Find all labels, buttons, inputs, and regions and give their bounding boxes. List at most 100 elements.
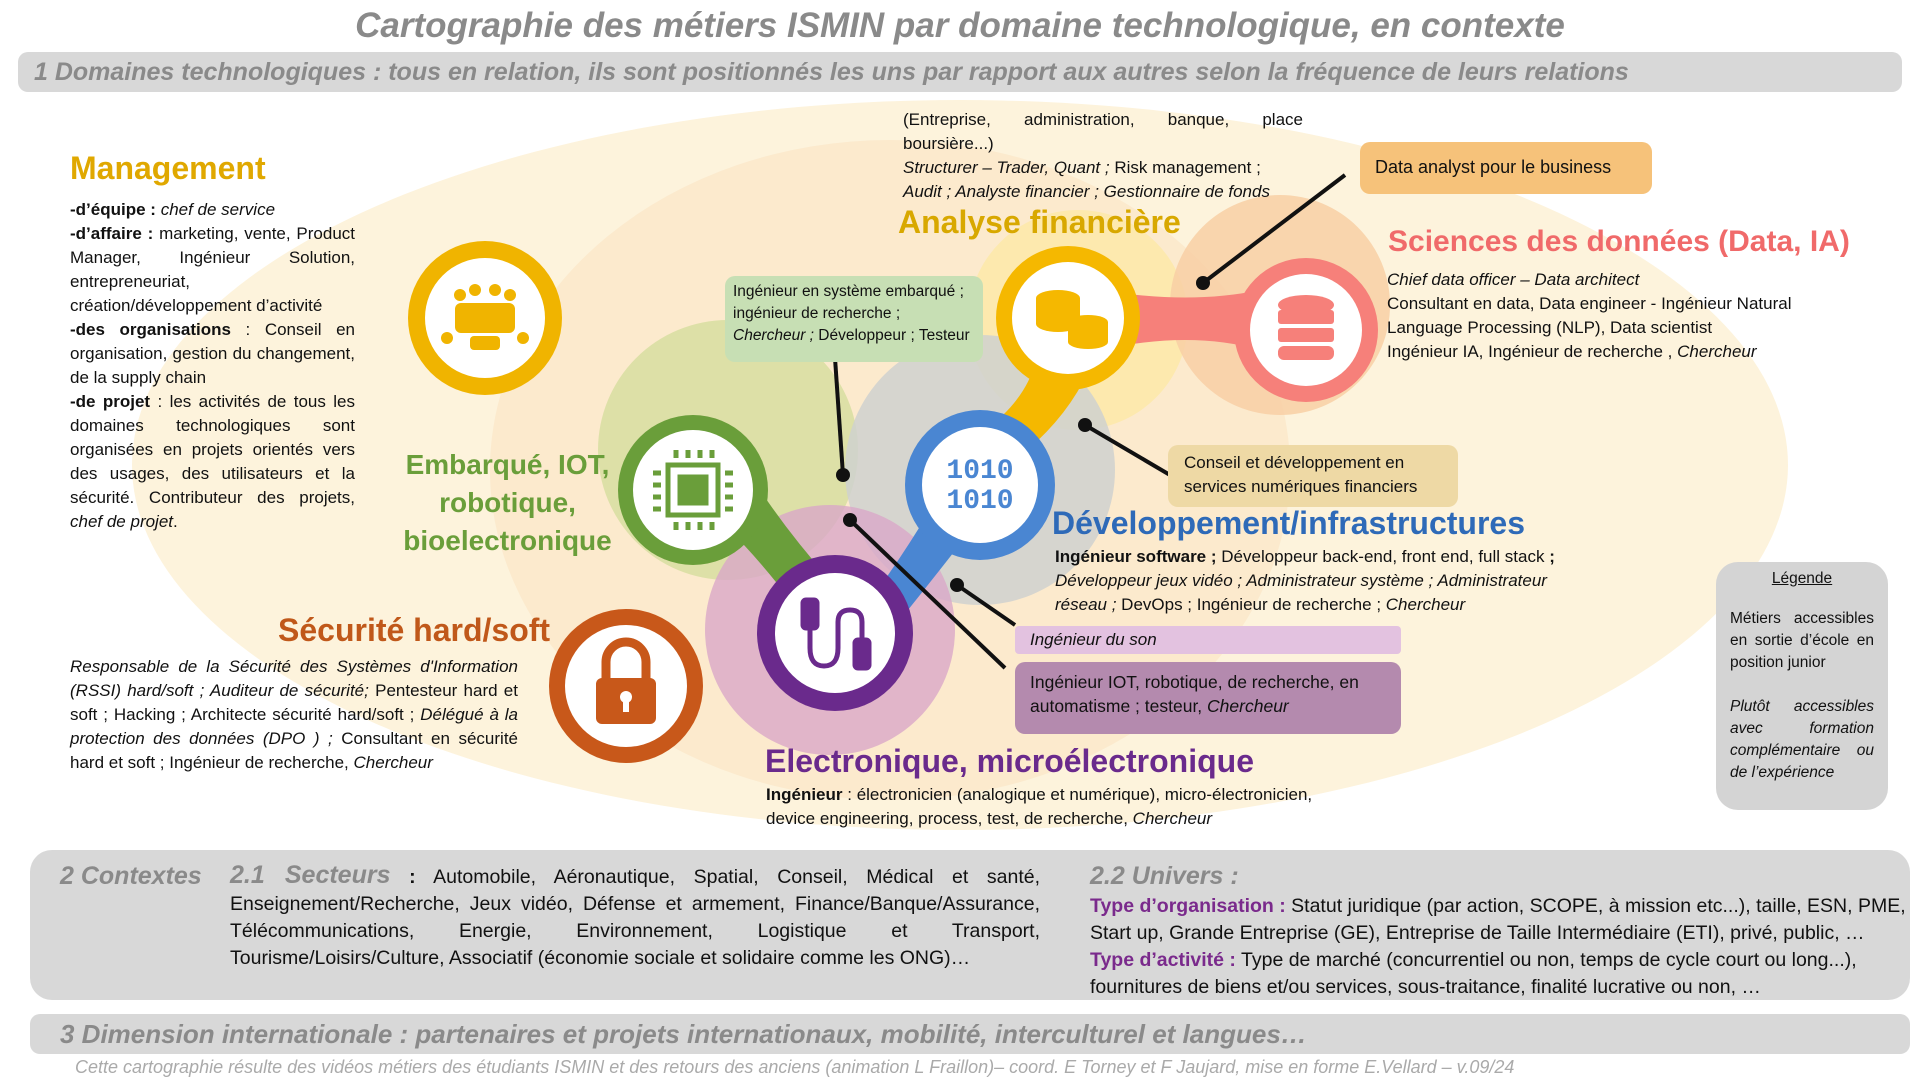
secteurs-values: Automobile, Aéronautique, Spatial, Conse…: [230, 866, 1040, 969]
dev-l3-it: réseau ;: [1055, 595, 1117, 614]
conseil-box: Conseil et développement en services num…: [1168, 445, 1458, 507]
section-3-bar: 3 Dimension internationale : partenaires…: [30, 1014, 1910, 1054]
electronique-text: Ingénieur : électronicien (analogique et…: [766, 783, 1426, 831]
management-orga-text: : Conseil en organisation, gestion du ch…: [70, 320, 355, 387]
management-projet-text: : les activités de tous les domaines tec…: [70, 392, 355, 507]
data-l2: Consultant en data, Data engineer - Ingé…: [1387, 294, 1792, 313]
data-l1: Chief data officer – Data architect: [1387, 270, 1640, 289]
ingenieur-son-box: Ingénieur du son: [1015, 626, 1401, 654]
embarque-box-line3: Développeur ; Testeur: [818, 327, 970, 344]
contextes-panel: [30, 850, 1910, 1000]
univers-label: 2.2 Univers :: [1090, 862, 1239, 890]
pointer-data-analyst: [1201, 173, 1347, 285]
chip-icon: [653, 450, 733, 530]
electronique-l2-it: Chercheur: [1132, 809, 1213, 828]
analyse-l1: (Entreprise, administration, banque, pla…: [903, 110, 1303, 153]
iot-box: Ingénieur IOT, robotique, de recherche, …: [1015, 662, 1401, 734]
type-organisation-text: Statut juridique (par action, SCOPE, à m…: [1090, 895, 1906, 944]
dev-inner: [922, 427, 1038, 543]
dev-l2: Développeur jeux vidéo ; Administrateur …: [1055, 571, 1547, 590]
management-equipe-label: -d’équipe :: [70, 200, 156, 219]
page-title: Cartographie des métiers ISMIN par domai…: [355, 6, 1565, 45]
dev-heading: Développement/infrastructures: [1052, 505, 1526, 541]
electronique-l1-b: Ingénieur: [766, 785, 843, 804]
padlock-icon: [596, 637, 656, 724]
data-analyst-box: Data analyst pour le business: [1360, 142, 1652, 194]
dev-l3-end: Chercheur: [1385, 595, 1466, 614]
dev-l1-b: Ingénieur software ;: [1055, 547, 1217, 566]
coins-icon: [1036, 290, 1108, 349]
securite-t4: Consultant en sécurité hard et soft ; In…: [70, 729, 518, 772]
meeting-table-icon: [441, 284, 529, 350]
embarque-box-line: Ingénieur en système embarqué ;: [733, 283, 964, 300]
securite-t2: Pentesteur hard et soft ; Hacking ; Arch…: [70, 681, 518, 724]
embarque-heading-line: Embarqué, IOT,: [405, 449, 610, 480]
pointer-son: [955, 583, 1017, 627]
electronique-l1: : électronicien (analogique et numérique…: [847, 785, 1313, 804]
embarque-heading-line: robotique,: [439, 487, 576, 518]
analyse-l2-it: Structurer – Trader, Quant ;: [903, 158, 1110, 177]
legend-item-experience: Plutôt accessibles avec formation complé…: [1730, 698, 1874, 781]
legend-item-junior: Métiers accessibles en sortie d’école en…: [1730, 610, 1874, 671]
electronique-l2: device engineering, process, test, de re…: [766, 809, 1128, 828]
legend-title: Légende: [1771, 570, 1833, 587]
pointer-lines: [833, 173, 1347, 670]
securite-t5: Chercheur: [353, 753, 433, 772]
securite-text: Responsable de la Sécurité des Systèmes …: [70, 655, 518, 775]
dev-text: Ingénieur software ; Développeur back-en…: [1055, 545, 1615, 617]
embarque-heading-line: bioelectronique: [403, 525, 612, 556]
dev-l1-end: ;: [1549, 547, 1555, 566]
section-1-bar: 1 Domaines technologiques : tous en rela…: [18, 52, 1902, 92]
management-projet-label: -de projet: [70, 392, 151, 411]
secteurs-label: 2.1 Secteurs: [230, 861, 391, 889]
management-projet-end: chef de projet: [70, 512, 174, 531]
management-heading: Management: [70, 150, 266, 186]
securite-heading: Sécurité hard/soft: [278, 612, 551, 648]
pointer-dot: [1196, 276, 1210, 290]
embarque-box-line: ingénieur de recherche ;: [733, 305, 901, 322]
pointer-embarque-box: [833, 357, 845, 476]
pointer-dot: [843, 513, 857, 527]
data-text: Chief data officer – Data architect Cons…: [1387, 268, 1887, 364]
pointer-dot: [1078, 418, 1092, 432]
management-affaire-label: -d’affaire :: [70, 224, 154, 243]
analyse-l2: Risk management ;: [1114, 158, 1261, 177]
data-l4: Ingénieur IA, Ingénieur de recherche ,: [1387, 342, 1673, 361]
dev-l1: Développeur back-end, front end, full st…: [1221, 547, 1545, 566]
binary-icon-line2: 1010: [946, 486, 1013, 517]
iot-l2-it: Chercheur: [1207, 696, 1289, 716]
analyse-l3: Audit ; Analyste financier ; Gestionnair…: [903, 182, 1270, 201]
connector-analyse-data: [1100, 290, 1260, 350]
footer-credits: Cette cartographie résulte des vidéos mé…: [75, 1057, 1515, 1077]
data-l4-it: Chercheur: [1677, 342, 1757, 361]
pointer-conseil: [1083, 423, 1172, 477]
type-activite-label: Type d’activité :: [1090, 949, 1236, 971]
securite-t1: Responsable de la Sécurité des Systèmes …: [70, 657, 518, 700]
embarque-box-line3-it: Chercheur ;: [733, 327, 814, 344]
management-affaire-text: marketing, vente, Product Manager, Ingén…: [70, 224, 355, 315]
management-equipe-text: chef de service: [160, 200, 276, 219]
electronique-heading: Electronique, microélectronique: [765, 743, 1254, 779]
type-organisation-label: Type d’organisation :: [1090, 895, 1286, 917]
legend-panel: Légende Métiers accessibles en sortie d’…: [1716, 562, 1888, 810]
contextes-label: 2 Contextes: [60, 862, 202, 890]
analyse-heading: Analyse financière: [898, 204, 1181, 240]
embarque-jobs-box: Ingénieur en système embarqué ; ingénieu…: [725, 276, 983, 362]
analyse-text: (Entreprise, administration, banque, pla…: [903, 108, 1303, 204]
binary-icon: 1010: [946, 456, 1013, 487]
data-l3: Language Processing (NLP), Data scientis…: [1387, 318, 1713, 337]
pointer-iot: [848, 518, 1007, 670]
database-icon: [1278, 295, 1334, 360]
management-orga-label: -des organisations: [70, 320, 231, 339]
iot-l2: automatisme ; testeur,: [1030, 696, 1203, 716]
pointer-dot: [836, 468, 850, 482]
electronique-inner: [775, 573, 895, 693]
embarque-heading: Embarqué, IOT, robotique, bioelectroniqu…: [395, 446, 620, 560]
type-activite-text: Type de marché (concurrentiel ou non, te…: [1090, 949, 1857, 998]
securite-t3: Délégué à la protection des données (DPO…: [70, 705, 518, 748]
secteurs-text: 2.1 Secteurs : Automobile, Aéronautique,…: [230, 861, 1040, 970]
univers-text: Type d’organisation : Statut juridique (…: [1090, 893, 1908, 1001]
data-heading: Sciences des données (Data, IA): [1388, 225, 1850, 258]
pointer-dot: [950, 578, 964, 592]
